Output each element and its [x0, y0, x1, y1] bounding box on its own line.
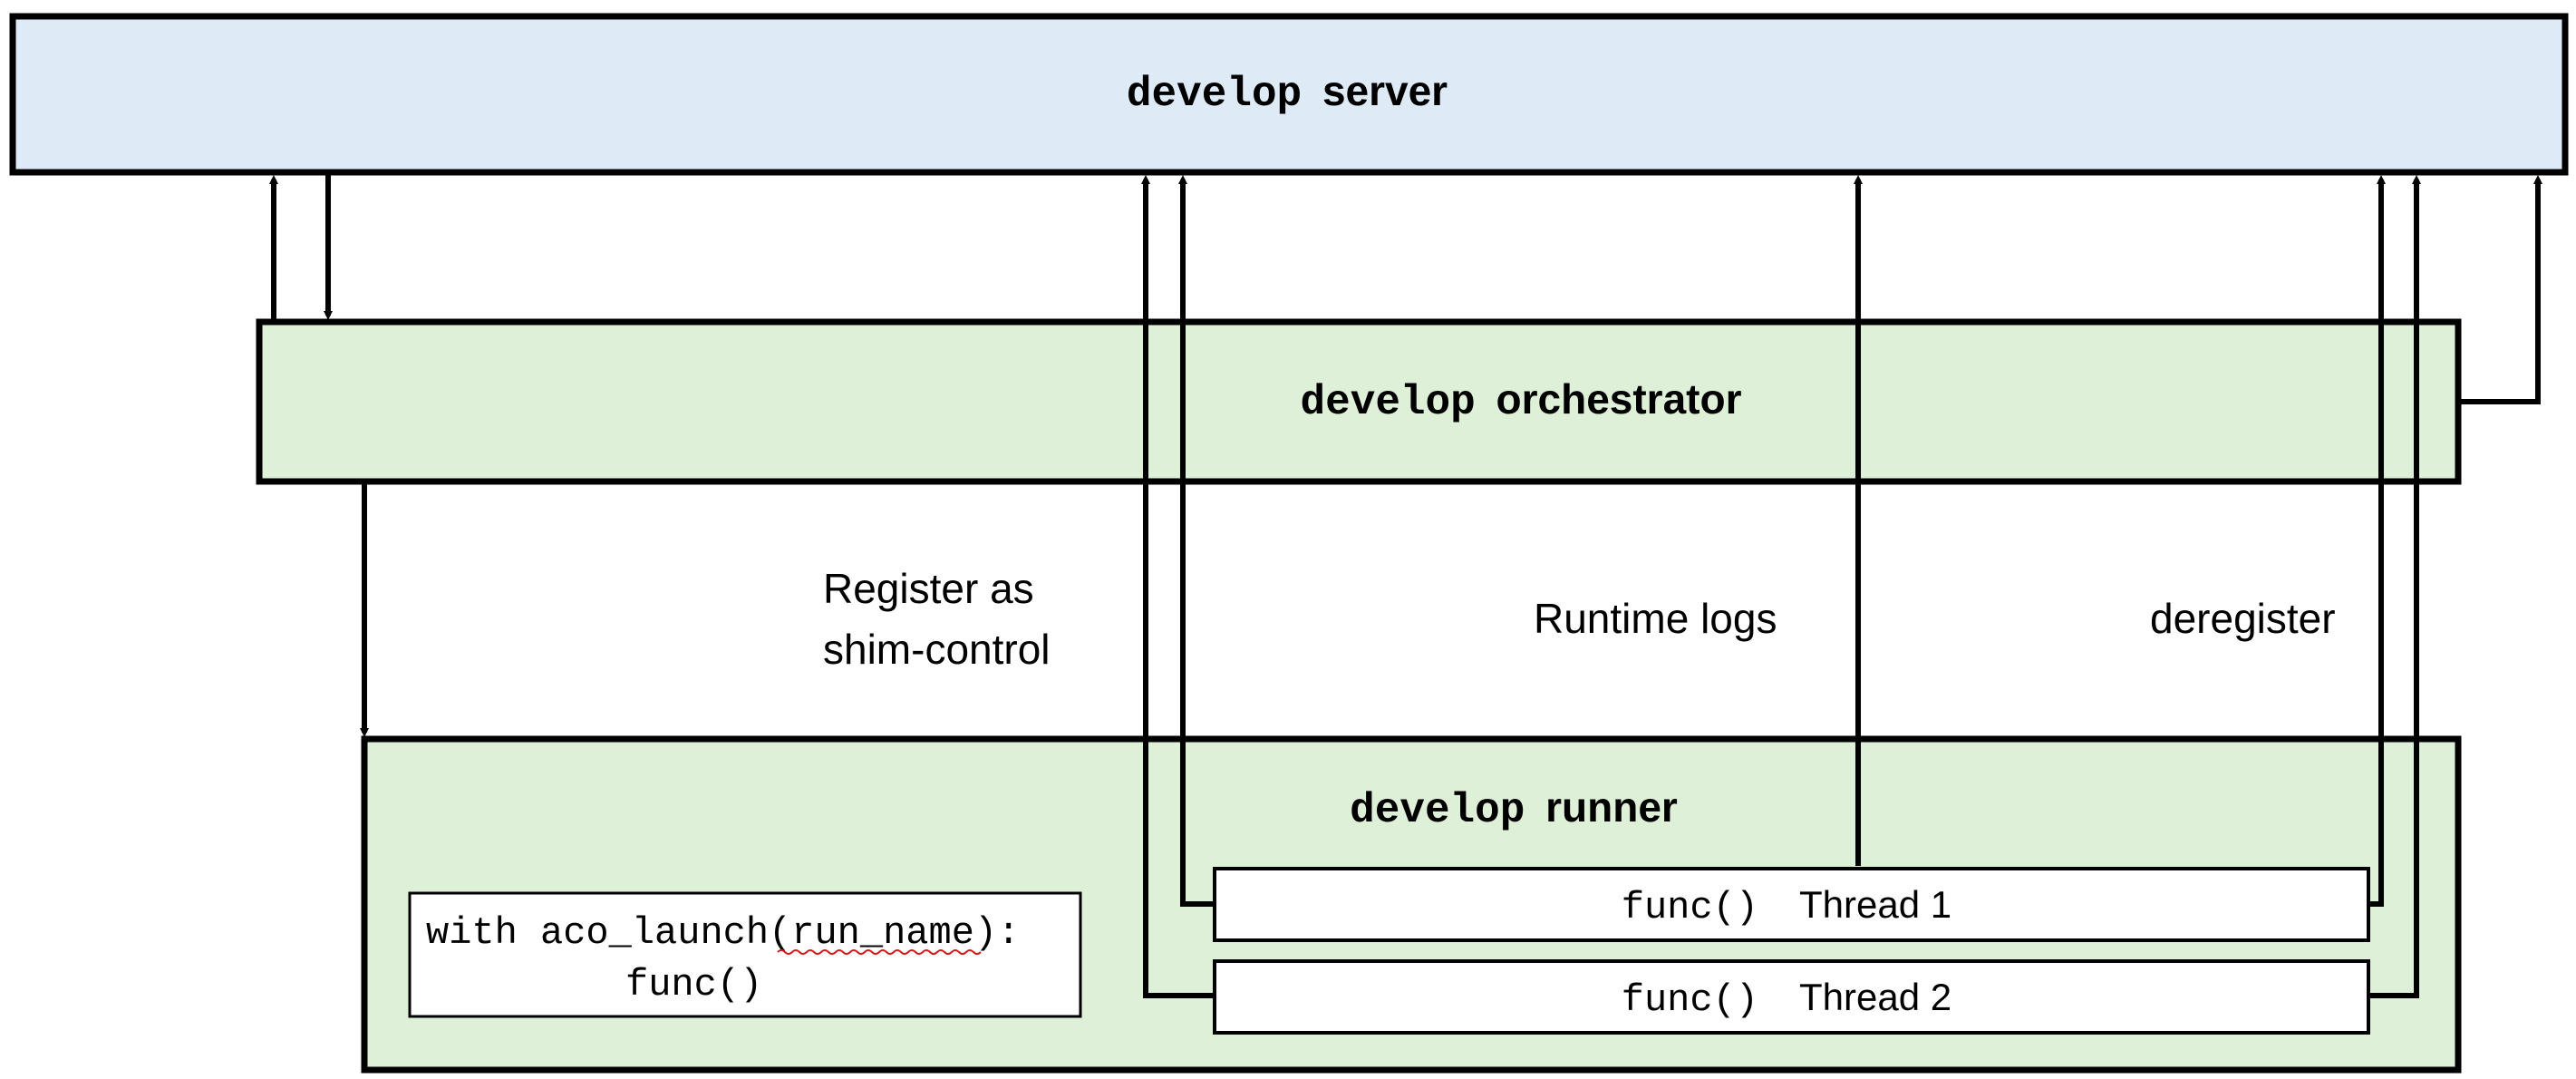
server-title: develop server [1127, 67, 1448, 118]
register-label-line-1: Register as [823, 565, 1034, 612]
thread-1-box: func() Thread 1 [1213, 867, 2370, 942]
orchestrator-deregister-arrow [2459, 175, 2542, 404]
thread-2-label: Thread 2 [1799, 976, 1951, 1018]
thread-2-rect [1213, 959, 2370, 1035]
code-line-1: with aco_launch(run_name): [426, 911, 1020, 955]
runtime-logs-label: Runtime logs [1534, 595, 1777, 642]
thread-2-func: func() [1622, 978, 1758, 1022]
orchestrator-box-rect [256, 318, 2462, 485]
thread-2-register-arrow [1141, 175, 1215, 998]
thread-1-label: Thread 1 [1799, 883, 1951, 926]
code-snippet-box: with aco_launch(run_name): func() [408, 891, 1082, 1018]
code-snippet-rect [408, 891, 1082, 1018]
thread-1-func: func() [1622, 886, 1758, 929]
connectors [269, 175, 2542, 998]
deregister-label: deregister [2150, 595, 2336, 642]
thread-2-deregister-arrow [2368, 175, 2421, 998]
thread-2-box: func() Thread 2 [1213, 959, 2370, 1035]
thread-1-register-arrow [1178, 175, 1215, 907]
spellcheck-underline [777, 949, 982, 955]
register-label-line-2: shim-control [823, 626, 1051, 673]
runner-title: develop runner [1350, 783, 1678, 834]
server-box-rect [9, 13, 2569, 176]
orchestrator-title: develop orchestrator [1301, 375, 1742, 426]
thread-1-rect [1213, 867, 2370, 942]
orchestrator-box: develop orchestrator [256, 318, 2462, 485]
server-box: develop server [9, 13, 2569, 176]
thread-1-deregister-arrow [2368, 175, 2386, 907]
code-line-2: func() [625, 963, 762, 1006]
